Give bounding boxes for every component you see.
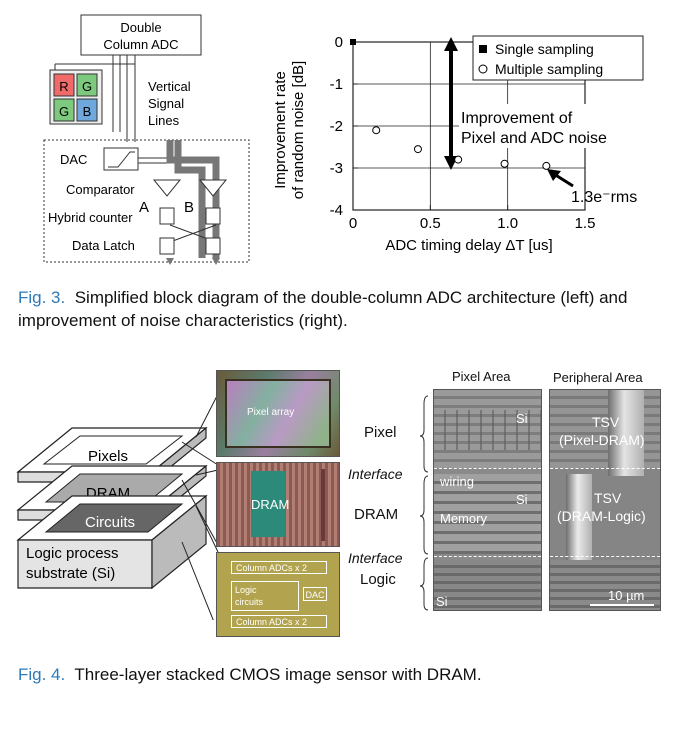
pixel-b-label: B xyxy=(83,104,92,119)
legend-marker-multiple xyxy=(478,64,488,74)
y-tick-label: -1 xyxy=(330,76,343,93)
label-logic: Logic xyxy=(360,571,396,588)
substrate-line1: Logic process xyxy=(26,545,119,562)
pixel-r-label: R xyxy=(59,79,68,94)
label-dram: DRAM xyxy=(354,506,399,523)
sem-peripheral-area: TSV (Pixel-DRAM) TSV (DRAM-Logic) 10 µm xyxy=(549,389,661,611)
tsv2-line1: TSV xyxy=(594,490,622,506)
section-peripheral-area-title: Peripheral Area xyxy=(553,370,643,385)
photo-logic: Column ADCs x 2 Logic circuits DAC Colum… xyxy=(216,552,340,637)
x-tick-label: 1.0 xyxy=(497,215,518,232)
chart-legend xyxy=(472,35,644,81)
label-a: A xyxy=(139,199,149,216)
point-multiple-sampling xyxy=(542,161,551,170)
hybrid-counter-label: Hybrid counter xyxy=(48,210,133,225)
dac-label: DAC xyxy=(60,152,87,167)
photo-pixel-array: Pixel array xyxy=(216,370,340,457)
pixel-area-si-mid: Si xyxy=(516,492,528,507)
pixel-area-memory: Memory xyxy=(440,511,487,526)
scale-bar xyxy=(590,604,654,606)
chart-ylabel-line2: of random noise [dB] xyxy=(290,61,307,199)
vsl-line3: Lines xyxy=(148,113,180,128)
pixel-g1 xyxy=(76,73,98,97)
section-pixel-area-title: Pixel Area xyxy=(452,369,511,384)
point-multiple-sampling xyxy=(454,155,463,164)
y-tick-label: -3 xyxy=(330,160,343,177)
adc-box-line1: Double xyxy=(120,20,161,35)
photo-dram: DRAM xyxy=(216,462,340,547)
layer-pixels-label: Pixels xyxy=(88,448,128,465)
double-column-adc-box xyxy=(80,14,202,56)
fig3-noise-chart: Improvement rate of random noise [dB] 0 0… xyxy=(272,34,644,254)
annotation-noise-value: 1.3e⁻rms xyxy=(571,189,637,206)
annotation-line1: Improvement of xyxy=(461,110,573,127)
pixel-array-label: Pixel array xyxy=(247,407,295,418)
layer-circuits-label: Circuits xyxy=(85,514,135,531)
label-interface-2: Interface xyxy=(348,550,403,566)
comparator-label: Comparator xyxy=(66,182,135,197)
fig3-caption-text: Simplified block diagram of the double-c… xyxy=(18,288,628,330)
pixel-b xyxy=(76,98,98,122)
tsv2-line2: (DRAM-Logic) xyxy=(557,508,646,524)
dac-box xyxy=(103,147,139,171)
pixel-g2 xyxy=(53,98,75,122)
adc-box-line2: Column ADC xyxy=(103,37,178,52)
data-latch-label: Data Latch xyxy=(72,238,135,253)
pixel-area-si-top: Si xyxy=(516,411,528,426)
logic-column-adcs-top: Column ADCs x 2 xyxy=(231,561,327,574)
dram-photo-label: DRAM xyxy=(251,497,290,512)
pixel-g1-label: G xyxy=(82,79,92,94)
y-tick-label: -4 xyxy=(330,202,343,219)
arrow-noise-floor xyxy=(547,169,561,181)
chart-ylabel-line1: Improvement rate xyxy=(272,71,289,189)
pixel-area-wiring: wiring xyxy=(440,474,474,489)
point-single-sampling xyxy=(350,39,356,45)
logic-column-adcs-bottom: Column ADCs x 2 xyxy=(231,615,327,628)
label-pixel: Pixel xyxy=(364,424,397,441)
pixel-area-si-bottom: Si xyxy=(436,594,448,609)
logic-dac: DAC xyxy=(303,587,327,601)
sem-pixel-area: Si wiring Si Memory Si xyxy=(433,389,542,611)
fig3-block-diagram: Double Column ADC R G G B Vertical Signa… xyxy=(43,14,250,265)
point-multiple-sampling xyxy=(500,159,509,168)
legend-marker-single xyxy=(479,45,487,53)
logic-circuits-line1: Logic xyxy=(235,585,257,595)
fig4-layer-stack: Pixels DRAM Circuits Logic process subst… xyxy=(16,393,219,620)
y-tick-label: 0 xyxy=(335,34,343,51)
label-b: B xyxy=(184,199,194,216)
fig3-caption: Fig. 3. Simplified block diagram of the … xyxy=(18,286,688,332)
pixel-r xyxy=(53,73,75,97)
scale-bar-label: 10 µm xyxy=(608,588,645,603)
label-interface-1: Interface xyxy=(348,466,403,482)
x-tick-label: 0 xyxy=(349,215,357,232)
tsv1-line1: TSV xyxy=(592,414,620,430)
fig4-caption-number: Fig. 4. xyxy=(18,665,66,684)
y-tick-label: -2 xyxy=(330,118,343,135)
x-tick-label: 0.5 xyxy=(420,215,441,232)
legend-multiple-sampling: Multiple sampling xyxy=(495,61,603,77)
legend-single-sampling: Single sampling xyxy=(495,41,594,57)
fig3-caption-number: Fig. 3. xyxy=(18,288,66,307)
point-multiple-sampling xyxy=(413,145,422,154)
section-layer-labels: Pixel Interface DRAM Interface Logic xyxy=(340,390,430,620)
tsv1-line2: (Pixel-DRAM) xyxy=(559,432,645,448)
substrate-line2: substrate (Si) xyxy=(26,565,115,582)
vsl-line1: Vertical xyxy=(148,79,191,94)
pixel-g2-label: G xyxy=(59,104,69,119)
chart-xlabel: ADC timing delay ΔT [us] xyxy=(385,237,552,254)
section-brackets xyxy=(419,395,429,611)
fig4-caption: Fig. 4. Three-layer stacked CMOS image s… xyxy=(18,663,688,686)
point-multiple-sampling xyxy=(372,126,381,135)
vsl-line2: Signal xyxy=(148,96,184,111)
annotation-line2: Pixel and ADC noise xyxy=(461,130,607,147)
arrow-head-up xyxy=(444,37,458,51)
fig4-caption-text: Three-layer stacked CMOS image sensor wi… xyxy=(74,665,482,684)
x-tick-label: 1.5 xyxy=(575,215,596,232)
logic-circuits-line2: circuits xyxy=(235,597,264,607)
